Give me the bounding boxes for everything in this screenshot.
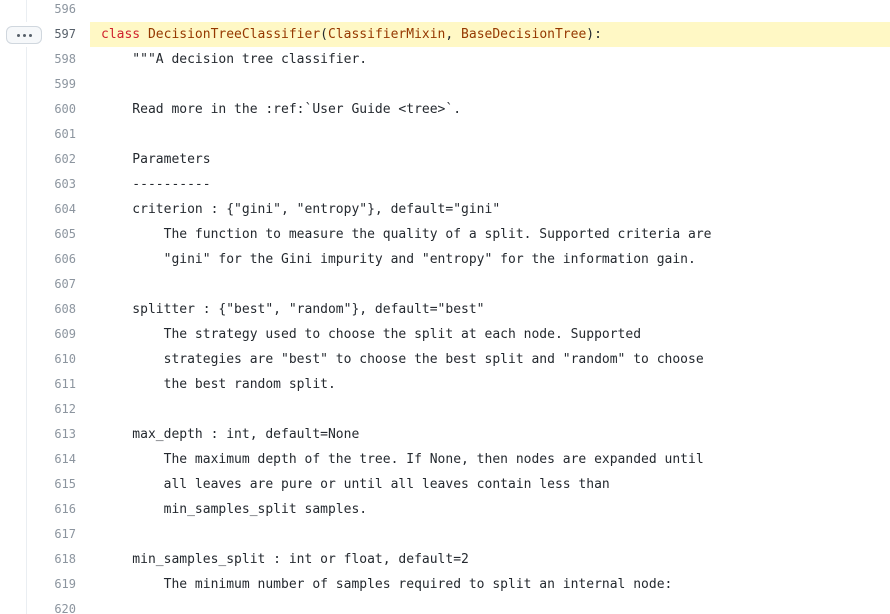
line-number[interactable]: 606 [54, 252, 76, 266]
code-text: class DecisionTreeClassifier(ClassifierM… [101, 22, 602, 47]
class-name-token: DecisionTreeClassifier [147, 27, 321, 42]
code-line: 613 max_depth : int, default=None [0, 422, 890, 447]
code-text: """A decision tree classifier. [101, 52, 368, 67]
expand-code-actions-button[interactable] [6, 26, 42, 44]
code-text: strategies are "best" to choose the best… [101, 352, 704, 367]
line-number[interactable]: 607 [54, 277, 76, 291]
code-line: 596 [0, 0, 890, 22]
code-text: max_depth : int, default=None [101, 427, 360, 442]
code-line: 612 [0, 397, 890, 422]
line-number[interactable]: 597 [54, 27, 76, 41]
code-line: 607 [0, 272, 890, 297]
code-line: 604 criterion : {"gini", "entropy"}, def… [0, 197, 890, 222]
code-token: ( [320, 27, 328, 42]
gutter-divider [26, 0, 27, 614]
line-number[interactable]: 619 [54, 577, 76, 591]
code-line: 609 The strategy used to choose the spli… [0, 322, 890, 347]
code-text: The function to measure the quality of a… [101, 227, 712, 242]
line-number[interactable]: 602 [54, 152, 76, 166]
code-text: The maximum depth of the tree. If None, … [101, 452, 704, 467]
code-line: 618 min_samples_split : int or float, de… [0, 547, 890, 572]
line-number[interactable]: 608 [54, 302, 76, 316]
code-text: The strategy used to choose the split at… [101, 327, 642, 342]
ellipsis-dot-icon [16, 33, 20, 37]
base-class-name-token: ClassifierMixin [327, 27, 446, 42]
line-number[interactable]: 614 [54, 452, 76, 466]
line-number[interactable]: 609 [54, 327, 76, 341]
code-token: , [445, 27, 462, 42]
code-line: 611 the best random split. [0, 372, 890, 397]
code-text: The minimum number of samples required t… [101, 577, 673, 592]
code-line: 615 all leaves are pure or until all lea… [0, 472, 890, 497]
line-number[interactable]: 603 [54, 177, 76, 191]
line-number[interactable]: 610 [54, 352, 76, 366]
code-line: 598 """A decision tree classifier. [0, 47, 890, 72]
code-line: 601 [0, 122, 890, 147]
line-number[interactable]: 620 [54, 602, 76, 614]
line-number[interactable]: 596 [54, 2, 76, 16]
code-line: 608 splitter : {"best", "random"}, defau… [0, 297, 890, 322]
line-number[interactable]: 613 [54, 427, 76, 441]
code-text: Parameters [101, 152, 211, 167]
code-line: 606 "gini" for the Gini impurity and "en… [0, 247, 890, 272]
code-line: 614 The maximum depth of the tree. If No… [0, 447, 890, 472]
code-line: 610 strategies are "best" to choose the … [0, 347, 890, 372]
code-line: 605 The function to measure the quality … [0, 222, 890, 247]
code-line: 616 min_samples_split samples. [0, 497, 890, 522]
line-number[interactable]: 599 [54, 77, 76, 91]
line-number[interactable]: 612 [54, 402, 76, 416]
code-token [140, 27, 148, 42]
line-number[interactable]: 601 [54, 127, 76, 141]
code-text: min_samples_split : int or float, defaul… [101, 552, 469, 567]
line-number[interactable]: 617 [54, 527, 76, 541]
line-number[interactable]: 600 [54, 102, 76, 116]
code-text: min_samples_split samples. [101, 502, 368, 517]
code-text: "gini" for the Gini impurity and "entrop… [101, 252, 696, 267]
code-text: all leaves are pure or until all leaves … [101, 477, 610, 492]
code-text: ---------- [101, 177, 211, 192]
base-class-name-token: BaseDecisionTree [461, 27, 587, 42]
code-line: 619 The minimum number of samples requir… [0, 572, 890, 597]
line-number[interactable]: 604 [54, 202, 76, 216]
code-line: 602 Parameters [0, 147, 890, 172]
code-line: 603 ---------- [0, 172, 890, 197]
code-text: the best random split. [101, 377, 336, 392]
code-text: Read more in the :ref:`User Guide <tree>… [101, 102, 462, 117]
code-line: 599 [0, 72, 890, 97]
line-number[interactable]: 615 [54, 477, 76, 491]
keyword-token: class [101, 27, 141, 42]
code-text: criterion : {"gini", "entropy"}, default… [101, 202, 501, 217]
code-line: 597 class DecisionTreeClassifier(Classifi… [0, 22, 890, 47]
line-number[interactable]: 618 [54, 552, 76, 566]
line-number[interactable]: 611 [54, 377, 76, 391]
line-number[interactable]: 616 [54, 502, 76, 516]
ellipsis-dot-icon [22, 33, 26, 37]
code-line: 617 [0, 522, 890, 547]
line-number[interactable]: 605 [54, 227, 76, 241]
line-number[interactable]: 598 [54, 52, 76, 66]
code-line: 620 [0, 597, 890, 614]
ellipsis-dot-icon [28, 33, 32, 37]
code-line: 600 Read more in the :ref:`User Guide <t… [0, 97, 890, 122]
code-token: ): [586, 27, 602, 42]
code-text: splitter : {"best", "random"}, default="… [101, 302, 485, 317]
